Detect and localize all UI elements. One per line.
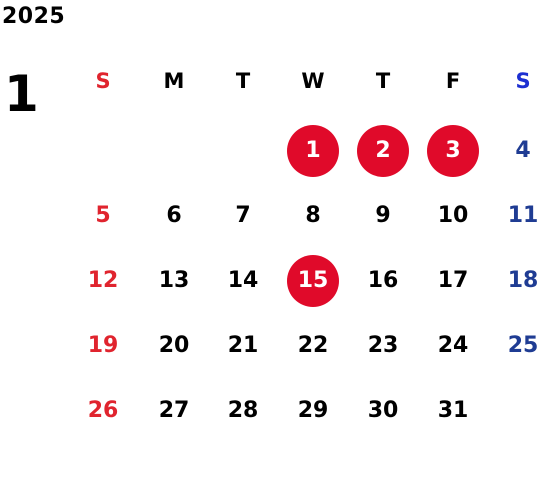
calendar-day: 30 xyxy=(355,391,411,431)
day-number: 21 xyxy=(227,333,259,358)
calendar-day: 27 xyxy=(146,391,202,431)
day-number: 8 xyxy=(305,203,321,228)
calendar-day: 26 xyxy=(75,391,131,431)
weekday-header-thu: T xyxy=(375,69,391,93)
day-number: 27 xyxy=(158,398,190,423)
year-label: 2025 xyxy=(2,4,66,29)
calendar-day-highlighted: 15 xyxy=(285,255,341,307)
calendar-day: 31 xyxy=(425,391,481,431)
day-number: 20 xyxy=(158,333,190,358)
weekday-header-sat: S xyxy=(515,69,531,93)
calendar-day: 13 xyxy=(146,261,202,301)
calendar-day: 18 xyxy=(495,261,548,301)
calendar-day: 12 xyxy=(75,261,131,301)
calendar-day: 6 xyxy=(146,196,202,236)
calendar-day: 17 xyxy=(425,261,481,301)
calendar-day: 25 xyxy=(495,326,548,366)
day-number: 29 xyxy=(297,398,329,423)
day-number: 17 xyxy=(437,268,469,293)
calendar-day: 11 xyxy=(495,196,548,236)
day-number: 30 xyxy=(367,398,399,423)
day-number: 25 xyxy=(507,333,539,358)
day-number: 7 xyxy=(235,203,251,228)
day-number: 6 xyxy=(166,203,182,228)
calendar-day: 21 xyxy=(215,326,271,366)
calendar-day: 28 xyxy=(215,391,271,431)
calendar-day-highlighted: 2 xyxy=(355,125,411,177)
day-number: 28 xyxy=(227,398,259,423)
calendar-day: 19 xyxy=(75,326,131,366)
calendar-day: 23 xyxy=(355,326,411,366)
day-number: 4 xyxy=(515,138,531,163)
calendar-day: 8 xyxy=(285,196,341,236)
calendar-day-highlighted: 3 xyxy=(425,125,481,177)
weekday-header-fri: F xyxy=(445,69,461,93)
day-number: 5 xyxy=(95,203,111,228)
day-number: 14 xyxy=(227,268,259,293)
day-number: 26 xyxy=(87,398,119,423)
calendar-day: 9 xyxy=(355,196,411,236)
calendar-day: 24 xyxy=(425,326,481,366)
day-number: 9 xyxy=(375,203,391,228)
day-number: 12 xyxy=(87,268,119,293)
day-number: 2 xyxy=(375,138,391,163)
day-number: 11 xyxy=(507,203,539,228)
calendar-day: 29 xyxy=(285,391,341,431)
day-number: 18 xyxy=(507,268,539,293)
day-number: 13 xyxy=(158,268,190,293)
calendar-day: 14 xyxy=(215,261,271,301)
weekday-header-wed: W xyxy=(301,69,325,93)
day-number: 1 xyxy=(305,138,321,163)
day-number: 3 xyxy=(445,138,461,163)
day-number: 23 xyxy=(367,333,399,358)
calendar-day-highlighted: 1 xyxy=(285,125,341,177)
day-number: 22 xyxy=(297,333,329,358)
day-number: 24 xyxy=(437,333,469,358)
weekday-header-tue: T xyxy=(235,69,251,93)
calendar-day: 20 xyxy=(146,326,202,366)
calendar-day: 10 xyxy=(425,196,481,236)
calendar-day: 22 xyxy=(285,326,341,366)
day-number: 16 xyxy=(367,268,399,293)
day-number: 31 xyxy=(437,398,469,423)
month-number: 1 xyxy=(4,65,39,123)
weekday-header-mon: M xyxy=(163,69,185,93)
weekday-header-sun: S xyxy=(95,69,111,93)
day-number: 10 xyxy=(437,203,469,228)
calendar-day: 7 xyxy=(215,196,271,236)
calendar-day: 4 xyxy=(495,131,548,171)
day-number: 15 xyxy=(297,268,329,293)
calendar-day: 16 xyxy=(355,261,411,301)
calendar-day: 5 xyxy=(75,196,131,236)
day-number: 19 xyxy=(87,333,119,358)
